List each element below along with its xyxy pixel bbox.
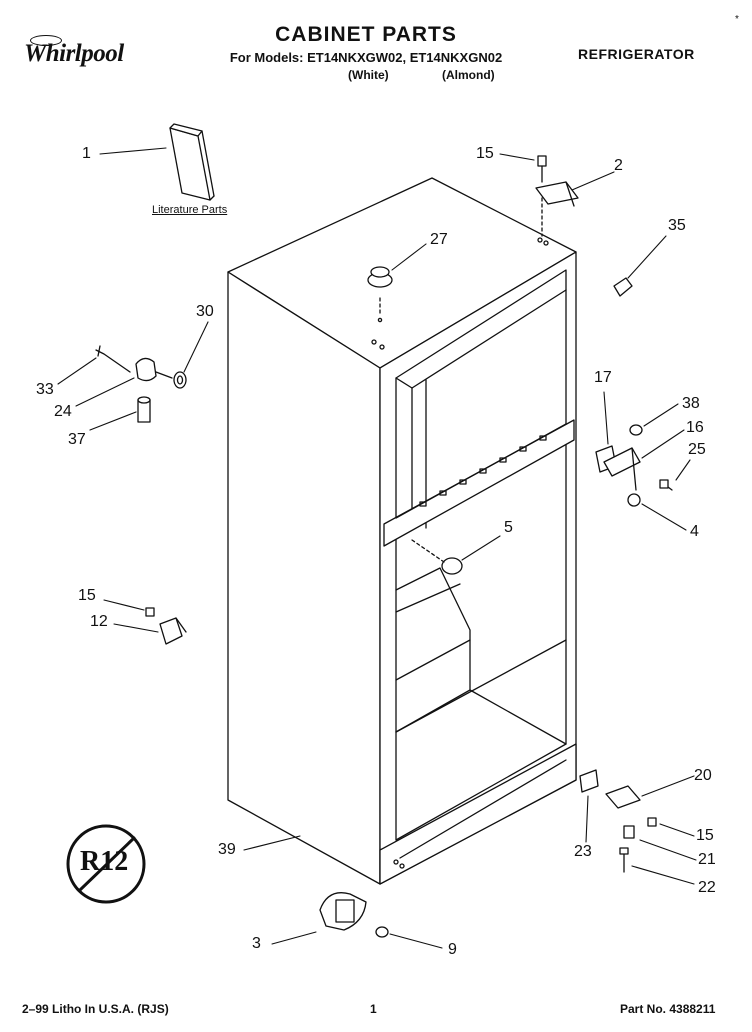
- footer-print-info: 2–99 Litho In U.S.A. (RJS): [22, 1002, 169, 1016]
- callout-21: 21: [698, 851, 716, 868]
- part-25-screw: [659, 479, 673, 491]
- part-37-spacer: [137, 396, 151, 423]
- callout-20: 20: [694, 767, 712, 784]
- part-23-shim: [579, 769, 599, 793]
- part-38-washer: [629, 424, 643, 436]
- callout-9: 9: [448, 941, 457, 958]
- literature-booklet-icon: [169, 123, 215, 201]
- footer-part-number: Part No. 4388211: [620, 1002, 716, 1016]
- callout-27: 27: [430, 231, 448, 248]
- part-27-plug-button: [367, 266, 393, 288]
- r12-prohibition-badge: [66, 824, 146, 904]
- part-33-screw: [95, 345, 131, 373]
- callout-15-bottom: 15: [696, 827, 714, 844]
- part-35-hinge-cover: [613, 277, 633, 297]
- callout-25: 25: [688, 441, 706, 458]
- callout-1: 1: [82, 145, 91, 162]
- callout-16: 16: [686, 419, 704, 436]
- part-15-screw-bottom: [647, 817, 657, 827]
- callout-24: 24: [54, 403, 72, 420]
- callout-4: 4: [690, 523, 699, 540]
- part-3-leveling-leg: [319, 892, 367, 931]
- part-20-bottom-hinge: [605, 785, 641, 809]
- divider-vent-holes: [419, 435, 547, 507]
- part-2-top-hinge: [535, 181, 579, 207]
- callout-15-left: 15: [78, 587, 96, 604]
- color-almond: (Almond): [442, 68, 495, 82]
- brand-logo-oval: [30, 35, 62, 46]
- refrigerator-cabinet: [227, 177, 577, 885]
- callout-2: 2: [614, 157, 623, 174]
- part-16-center-hinge: [603, 447, 641, 491]
- part-5-plug-button: [411, 539, 463, 575]
- literature-parts-label: Literature Parts: [152, 204, 228, 216]
- part-24-handle-stop: [135, 357, 173, 382]
- callout-15-top: 15: [476, 145, 494, 162]
- callout-39: 39: [218, 841, 236, 858]
- page-title: CABINET PARTS: [275, 23, 457, 46]
- callout-5: 5: [504, 519, 513, 536]
- part-22-screw: [619, 847, 629, 873]
- callout-35: 35: [668, 217, 686, 234]
- part-15-screw-left: [145, 607, 155, 617]
- footer-page-number: 1: [370, 1002, 377, 1016]
- color-white: (White): [348, 68, 389, 82]
- callout-17: 17: [594, 369, 612, 386]
- callout-22: 22: [698, 879, 716, 896]
- part-12-bracket: [159, 617, 187, 645]
- callout-3: 3: [252, 935, 261, 952]
- part-9-screw: [375, 926, 389, 938]
- part-30-washer: [173, 371, 187, 389]
- callout-30: 30: [196, 303, 214, 320]
- brand-logo: Whirlpool: [24, 40, 124, 67]
- callout-12: 12: [90, 613, 108, 630]
- callout-23: 23: [574, 843, 592, 860]
- part-4-washer: [627, 493, 641, 507]
- part-21-pin: [623, 825, 635, 839]
- leader-lines: [57, 147, 697, 949]
- callout-33: 33: [36, 381, 54, 398]
- part-15-screw-top: [537, 155, 547, 183]
- callout-37: 37: [68, 431, 86, 448]
- appliance-category: REFRIGERATOR: [578, 46, 695, 62]
- r12-badge-text: R12: [80, 846, 129, 877]
- models-line: For Models: ET14NKXGW02, ET14NKXGN02: [229, 50, 503, 65]
- corner-mark: *: [735, 14, 739, 25]
- callout-38: 38: [682, 395, 700, 412]
